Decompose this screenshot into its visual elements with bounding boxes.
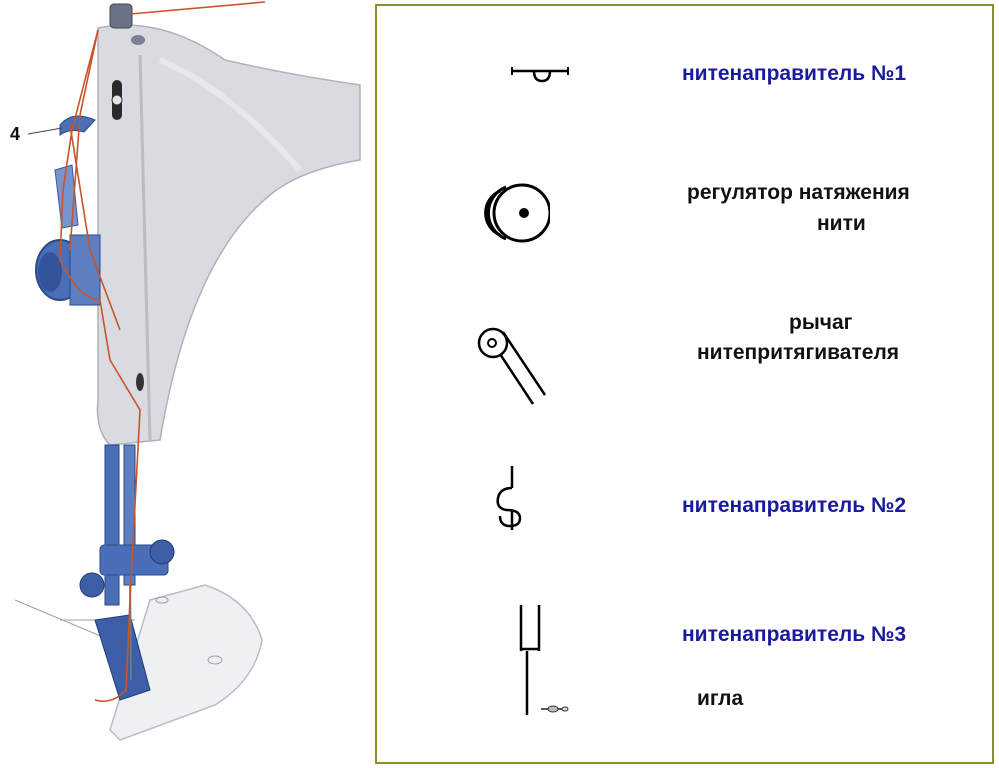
needle-plate bbox=[109, 584, 263, 741]
thread-guide-1-symbol bbox=[511, 67, 569, 83]
legend-label-take-up-lever-line1: рычаг bbox=[789, 311, 853, 334]
legend-label-take-up-lever-line2: нитепритягивателя bbox=[697, 341, 900, 364]
legend-label-tension-regulator-line2: нити bbox=[817, 212, 866, 235]
tension-regulator-symbol bbox=[484, 183, 550, 243]
callout-leader bbox=[27, 127, 63, 135]
legend-label-needle: игла bbox=[697, 687, 744, 710]
take-up-lever bbox=[59, 115, 96, 136]
machine-head-body bbox=[96, 24, 361, 446]
thread-path bbox=[59, 1, 266, 703]
presser-bar bbox=[104, 444, 120, 606]
presser-foot bbox=[94, 614, 151, 701]
thread-guide-3-symbol bbox=[519, 605, 541, 651]
legend-panel: нитенаправитель №1 регулятор натяжения н… bbox=[375, 4, 994, 764]
needle-symbol bbox=[525, 651, 569, 715]
callout-number: 4 bbox=[10, 124, 20, 144]
sewing-machine-illustration: 4 bbox=[10, 1, 361, 741]
legend-label-thread-guide-1: нитенаправитель №1 bbox=[682, 62, 907, 85]
take-up-lever-symbol bbox=[477, 327, 547, 405]
thread-guide-2-symbol bbox=[496, 466, 522, 530]
legend-label-thread-guide-3: нитенаправитель №3 bbox=[682, 623, 907, 646]
top-screw bbox=[109, 3, 133, 29]
legend-label-thread-guide-2: нитенаправитель №2 bbox=[682, 494, 907, 517]
tension-regulator bbox=[35, 234, 101, 306]
legend-label-tension-regulator-line1: регулятор натяжения bbox=[687, 181, 910, 204]
